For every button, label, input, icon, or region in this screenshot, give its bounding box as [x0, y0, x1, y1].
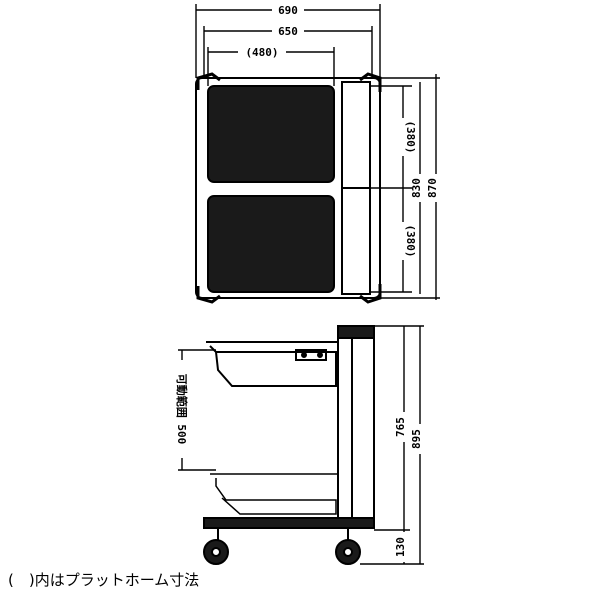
upper-platform [207, 85, 335, 183]
dim-travel-range: 可動範囲 500 [175, 374, 189, 445]
dim-width-overall: 690 [278, 4, 298, 17]
tray-upper [206, 341, 338, 387]
dim-depth-body: 830 [410, 178, 423, 198]
column-cap [337, 325, 375, 339]
top-view [195, 72, 382, 304]
tray-lower [210, 473, 338, 515]
side-view [203, 325, 375, 565]
side-column [337, 325, 375, 521]
dim-depth-platform-lower: (380) [404, 224, 417, 257]
corner-bumper [359, 72, 382, 92]
corner-bumper [359, 284, 382, 304]
corner-bumper [196, 286, 221, 304]
dim-depth-overall: 870 [426, 178, 439, 198]
dim-width-platform: (480) [245, 46, 278, 59]
platform-dimension-note: ( )内はプラットホーム寸法 [8, 571, 200, 589]
base-frame [203, 517, 375, 529]
lower-platform [207, 195, 335, 293]
dim-height-column: 765 [394, 417, 407, 437]
corner-bumper [196, 72, 221, 90]
dim-height-overall: 895 [410, 429, 423, 449]
dim-height-base: 130 [394, 537, 407, 557]
dim-width-body: 650 [278, 25, 298, 38]
dim-depth-platform-upper: (380) [404, 120, 417, 153]
